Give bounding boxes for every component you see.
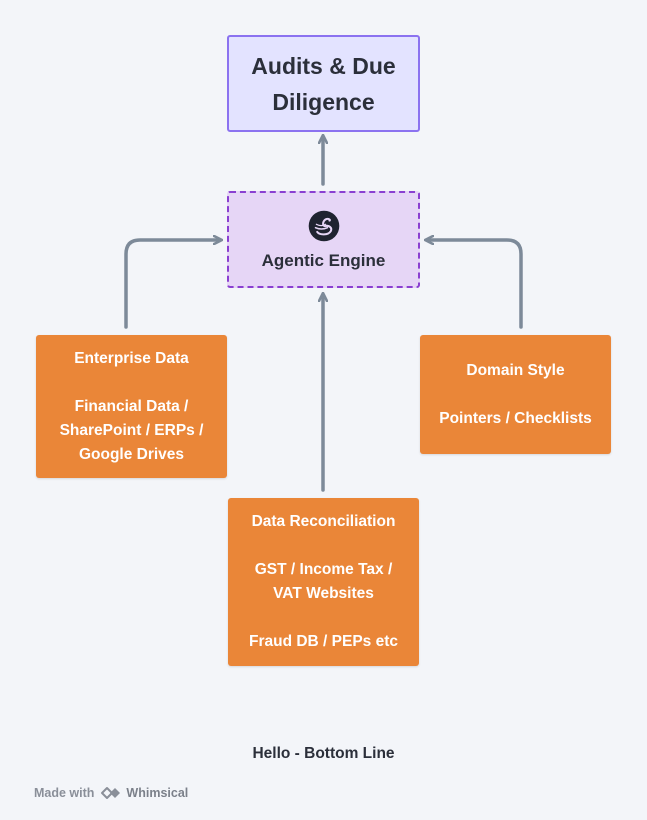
recon-title: Data Reconciliation (251, 513, 396, 530)
enterprise-detail-line: Google Drives (78, 445, 185, 463)
node-audits-line2: Diligence (272, 88, 375, 115)
enterprise-detail-line: SharePoint / ERPs / (59, 421, 204, 439)
swan-logo-icon (308, 210, 339, 241)
made-with-label: Made with (34, 786, 95, 800)
node-domain-style[interactable]: Domain Style Pointers / Checklists (420, 335, 611, 454)
domain-detail-line: Pointers / Checklists (439, 409, 592, 427)
recon-extra-line: Fraud DB / PEPs etc (248, 633, 398, 650)
node-audits-due-diligence[interactable]: Audits & Due Diligence (227, 35, 420, 132)
node-data-reconciliation[interactable]: Data Reconciliation GST / Income Tax / V… (228, 498, 419, 666)
enterprise-detail-line: Financial Data / (74, 397, 189, 415)
node-enterprise-data[interactable]: Enterprise Data Financial Data / SharePo… (36, 335, 227, 478)
bottom-line-text: Hello - Bottom Line (252, 745, 395, 762)
enterprise-title: Enterprise Data (74, 349, 189, 367)
recon-detail-line: VAT Websites (273, 585, 374, 602)
domain-title: Domain Style (466, 361, 565, 379)
node-audits-line1: Audits & Due (251, 52, 396, 79)
recon-detail-line: GST / Income Tax / (254, 561, 393, 578)
engine-label: Agentic Engine (261, 250, 386, 270)
made-with-whimsical-badge[interactable]: Made with Whimsical (34, 785, 188, 801)
whimsical-brand: Whimsical (126, 786, 189, 800)
node-agentic-engine[interactable]: Agentic Engine (227, 191, 420, 288)
arrow-enterprise-to-engine (124, 240, 218, 329)
whimsical-logo-icon (101, 787, 121, 799)
arrow-domain-to-engine (429, 240, 523, 329)
